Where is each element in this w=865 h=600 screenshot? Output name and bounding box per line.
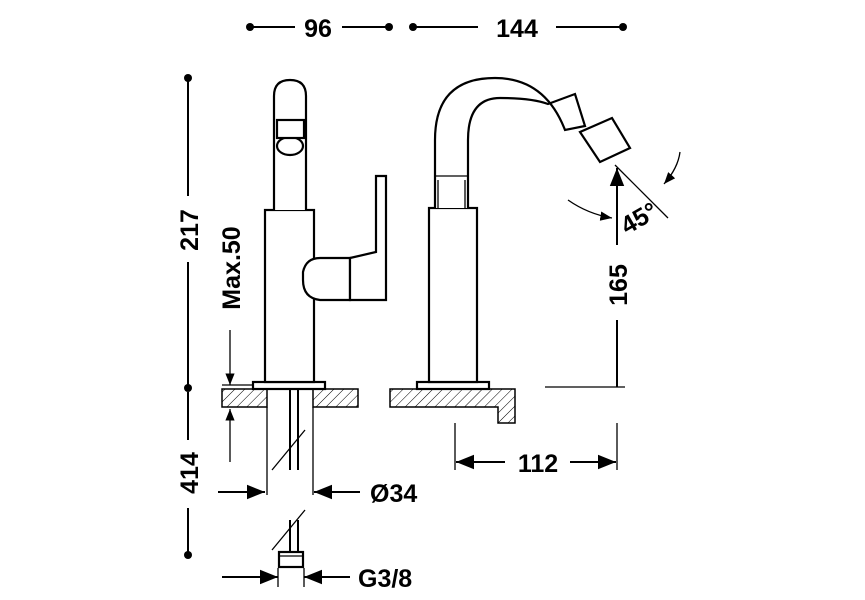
dim-front-width-label: 96: [304, 15, 332, 43]
dim-hose-length: 414: [176, 392, 204, 559]
dim-side-reach: 144: [409, 15, 627, 43]
dim-base-to-spout-label: 112: [518, 450, 558, 478]
dim-hose-length-label: 414: [176, 452, 204, 494]
front-lever-handle: [348, 174, 388, 302]
dim-side-reach-label: 144: [496, 15, 538, 43]
side-spout-outlet: [578, 116, 632, 164]
side-view: [389, 76, 632, 424]
dim-body-diameter: Ø34: [218, 480, 417, 508]
side-body: [427, 206, 479, 384]
break-line-lower: [271, 509, 306, 551]
front-lever-hub: [301, 256, 352, 302]
dim-spout-height-label: 165: [605, 264, 633, 306]
countertop-right: [312, 388, 359, 408]
hose-nut: [277, 550, 305, 569]
break-line-upper: [271, 429, 306, 471]
dim-connection-thread-label: G3/8: [358, 565, 412, 593]
dim-connection-thread: G3/8: [222, 565, 412, 593]
dim-total-height: 217: [176, 74, 204, 392]
dim-front-width: 96: [246, 15, 393, 43]
countertop-side: [389, 388, 516, 424]
front-view: [221, 78, 388, 569]
dim-lever-clearance: Max.50: [218, 226, 262, 462]
dim-base-to-spout: 112: [454, 423, 618, 478]
front-spout-outlet: [275, 135, 305, 157]
dim-total-height-label: 217: [176, 209, 204, 251]
dim-spout-angle-label: 45°: [616, 197, 663, 240]
dim-spout-height: 165: [545, 168, 633, 388]
dim-spout-angle: 45°: [567, 151, 681, 240]
dim-lever-clearance-label: Max.50: [218, 226, 246, 309]
front-body: [263, 208, 316, 384]
dim-body-diameter-label: Ø34: [370, 480, 417, 508]
side-spout: [433, 76, 587, 208]
countertop-left: [221, 388, 268, 408]
front-spout-collar: [275, 118, 306, 140]
